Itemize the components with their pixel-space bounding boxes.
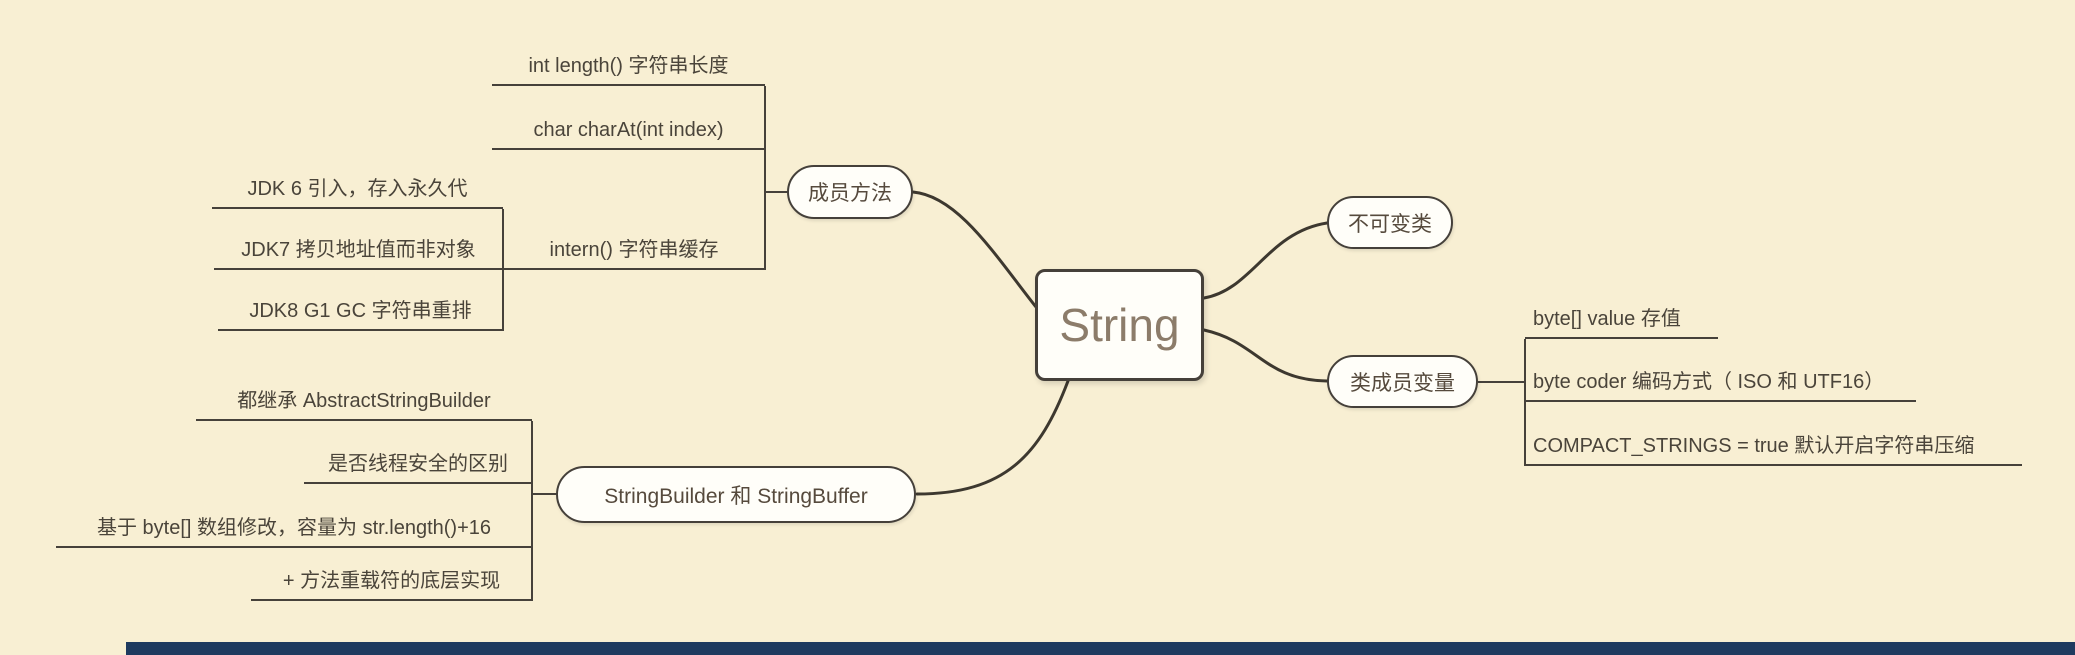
topic-jdk6[interactable]: JDK 6 引入，存入永久代 [212, 173, 503, 209]
topic-plus-operator[interactable]: + 方法重载符的底层实现 [251, 565, 532, 601]
topic-class-member-variables[interactable]: 类成员变量 [1327, 355, 1478, 408]
topic-char-charat[interactable]: char charAt(int index) [492, 114, 765, 150]
connector-root-member-methods [911, 190, 1038, 309]
topic-immutable-class[interactable]: 不可变类 [1327, 196, 1453, 249]
topic-inherit-abstractstringbuilder[interactable]: 都继承 AbstractStringBuilder [196, 385, 532, 421]
topic-stringbuilder-stringbuffer[interactable]: StringBuilder 和 StringBuffer [556, 466, 916, 523]
topic-int-length[interactable]: int length() 字符串长度 [492, 50, 765, 86]
topic-intern[interactable]: intern() 字符串缓存 [503, 234, 765, 270]
topic-member-methods[interactable]: 成员方法 [787, 165, 913, 219]
topic-jdk7[interactable]: JDK7 拷贝地址值而非对象 [214, 234, 503, 270]
connector-root-immutable [1202, 221, 1329, 300]
topic-byte-coder[interactable]: byte coder 编码方式（ ISO 和 UTF16） [1525, 366, 1916, 402]
topic-compact-strings[interactable]: COMPACT_STRINGS = true 默认开启字符串压缩 [1525, 430, 2022, 466]
topic-jdk8[interactable]: JDK8 G1 GC 字符串重排 [218, 295, 503, 331]
root-topic-string[interactable]: String [1035, 269, 1204, 381]
connector-root-class-members [1202, 328, 1329, 383]
connector-root-builders [915, 379, 1070, 496]
topic-byte-value[interactable]: byte[] value 存值 [1525, 303, 1718, 339]
topic-byte-array-capacity[interactable]: 基于 byte[] 数组修改，容量为 str.length()+16 [56, 512, 532, 548]
topic-thread-safety[interactable]: 是否线程安全的区别 [304, 448, 532, 484]
bottom-bar [126, 642, 2075, 655]
